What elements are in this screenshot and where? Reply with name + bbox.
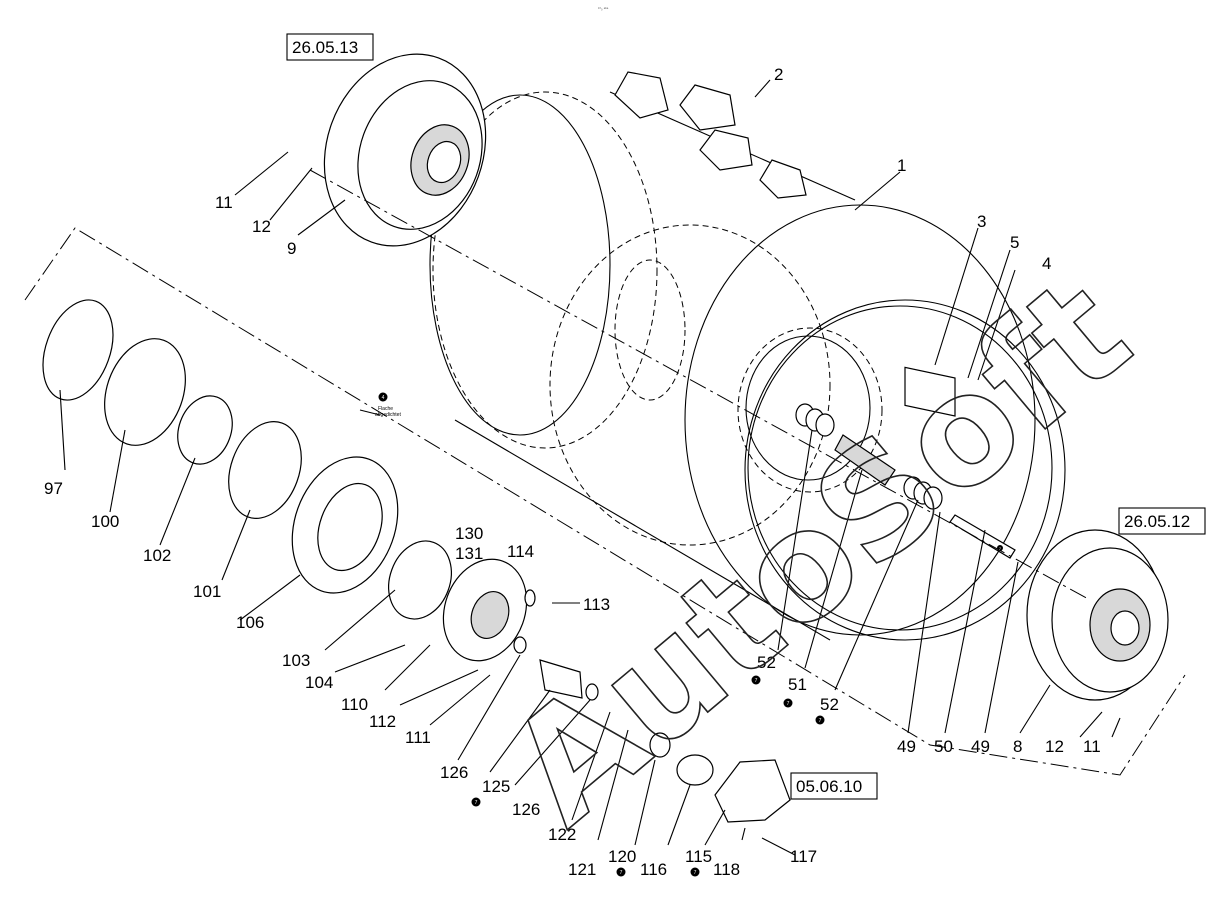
marker-text-1: 7: [755, 678, 758, 684]
label-101: 101: [193, 582, 221, 601]
label-2: 2: [774, 65, 783, 84]
marker-icon-5: [616, 867, 626, 877]
label-3: 3: [977, 212, 986, 231]
label-126-a: 126: [440, 763, 468, 782]
drum-teeth: [614, 71, 807, 199]
label-106: 106: [236, 613, 264, 632]
note-line-2: abgedichtet: [375, 412, 401, 418]
label-114: 114: [507, 542, 534, 561]
marker-icon-1: [751, 675, 761, 685]
hub-part-8: [1026, 529, 1169, 701]
ref-box-top-left: [286, 33, 374, 61]
label-113: 113: [583, 595, 610, 614]
ref-box-bottom: [790, 772, 878, 800]
label-52-a: 52: [757, 653, 776, 672]
label-130: 130: [455, 524, 483, 543]
label-12-left: 12: [252, 217, 271, 236]
label-51: 51: [788, 675, 807, 694]
center-lines: [24, 169, 1186, 776]
marker-icon-3: [815, 715, 825, 725]
ref-box-bottom-text: 05.06.10: [796, 777, 862, 796]
label-126-b: 126: [512, 800, 540, 819]
label-111: 111: [405, 728, 431, 747]
label-5: 5: [1010, 233, 1019, 252]
cover-plate-part-3: [904, 366, 956, 417]
label-49-b: 49: [971, 737, 990, 756]
label-8: 8: [1013, 737, 1022, 756]
ref-box-right-text: 26.05.12: [1124, 512, 1190, 531]
note-marker-text: 4: [382, 395, 385, 401]
label-12-right: 12: [1045, 737, 1064, 756]
marker-text-7: 7: [999, 546, 1002, 551]
label-116: 116: [640, 860, 667, 879]
label-97: 97: [44, 479, 63, 498]
label-125: 125: [482, 777, 510, 796]
ref-box-right: [1118, 507, 1206, 535]
label-50: 50: [934, 737, 953, 756]
label-9: 9: [287, 239, 296, 258]
label-11-left: 11: [215, 193, 233, 212]
reference-markers: 7 7 7 7 7 7 7: [471, 545, 1003, 877]
label-112: 112: [369, 712, 396, 731]
label-115: 115: [685, 847, 712, 866]
flange-part-9: [323, 53, 487, 247]
header-text: ¹⁰₀ ᵃᵇᵃ: [598, 6, 609, 11]
bearing-stack: [42, 299, 791, 823]
marker-icon-2: [783, 698, 793, 708]
marker-text-4: 7: [475, 800, 478, 806]
marker-icon-7: [997, 545, 1003, 551]
label-4: 4: [1042, 254, 1051, 273]
label-121: 121: [568, 860, 596, 879]
marker-text-3: 7: [819, 718, 822, 724]
marker-text-2: 7: [787, 701, 790, 707]
leader-lines: [59, 79, 1121, 856]
marker-text-6: 7: [694, 870, 697, 876]
shaft-assembly: [795, 403, 1016, 559]
drum-shell: [429, 91, 1066, 641]
label-1: 1: [897, 156, 906, 175]
label-102: 102: [143, 546, 171, 565]
marker-icon-4: [471, 797, 481, 807]
label-118: 118: [713, 860, 740, 879]
label-103: 103: [282, 651, 310, 670]
label-120: 120: [608, 847, 636, 866]
label-117: 117: [790, 847, 817, 866]
note-marker-icon: [378, 392, 388, 402]
marker-icon-6: [690, 867, 700, 877]
label-110: 110: [341, 695, 368, 714]
label-100: 100: [91, 512, 119, 531]
marker-text-5: 7: [620, 870, 623, 876]
ref-box-top-left-text: 26.05.13: [292, 38, 358, 57]
label-49-a: 49: [897, 737, 916, 756]
label-122: 122: [548, 825, 576, 844]
label-11-right: 11: [1083, 737, 1101, 756]
label-131: 131: [455, 544, 483, 563]
label-104: 104: [305, 673, 333, 692]
note-line-1: Flache: [378, 406, 393, 412]
label-52-b: 52: [820, 695, 839, 714]
part-labels: 1 2 3 4 5 9 11 12 97 100 102 101 106 103…: [44, 65, 1101, 879]
